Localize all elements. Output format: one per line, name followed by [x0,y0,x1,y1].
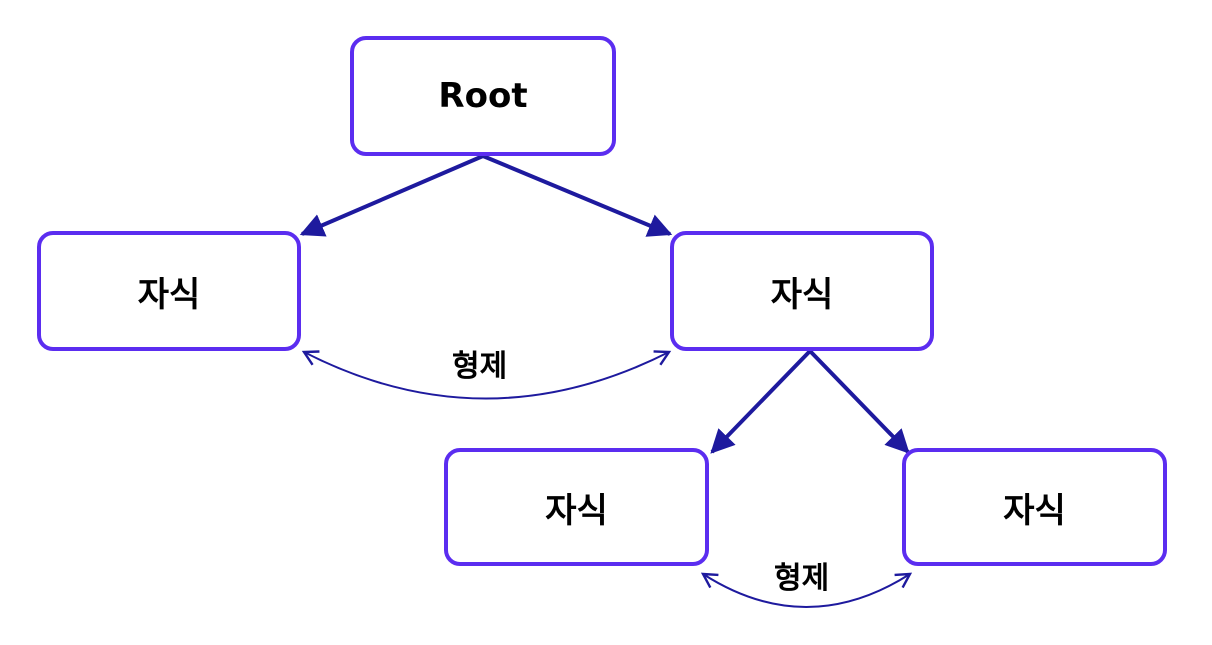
node-child-right: 자식 [670,231,934,351]
sibling-arc-top [301,350,672,400]
node-root: Root [350,36,616,156]
node-child-left: 자식 [37,231,301,351]
edge-root-to-child-right [482,154,673,237]
node-root-label: Root [438,76,528,116]
node-grandchild-right-label: 자식 [1003,490,1066,531]
node-child-right-label: 자식 [770,274,834,315]
sibling-label-bottom: 형제 [770,564,834,594]
node-grandchild-left: 자식 [444,448,709,566]
sibling-arc-bottom [700,572,913,608]
edge-root-to-child-left [299,154,484,237]
node-grandchild-right: 자식 [902,448,1167,566]
edge-child-right-to-grandchild-right [808,349,910,454]
sibling-label-top: 형제 [448,352,512,382]
node-grandchild-left-label: 자식 [545,490,608,531]
edge-child-right-to-grandchild-left [710,349,812,454]
node-child-left-label: 자식 [137,274,201,315]
